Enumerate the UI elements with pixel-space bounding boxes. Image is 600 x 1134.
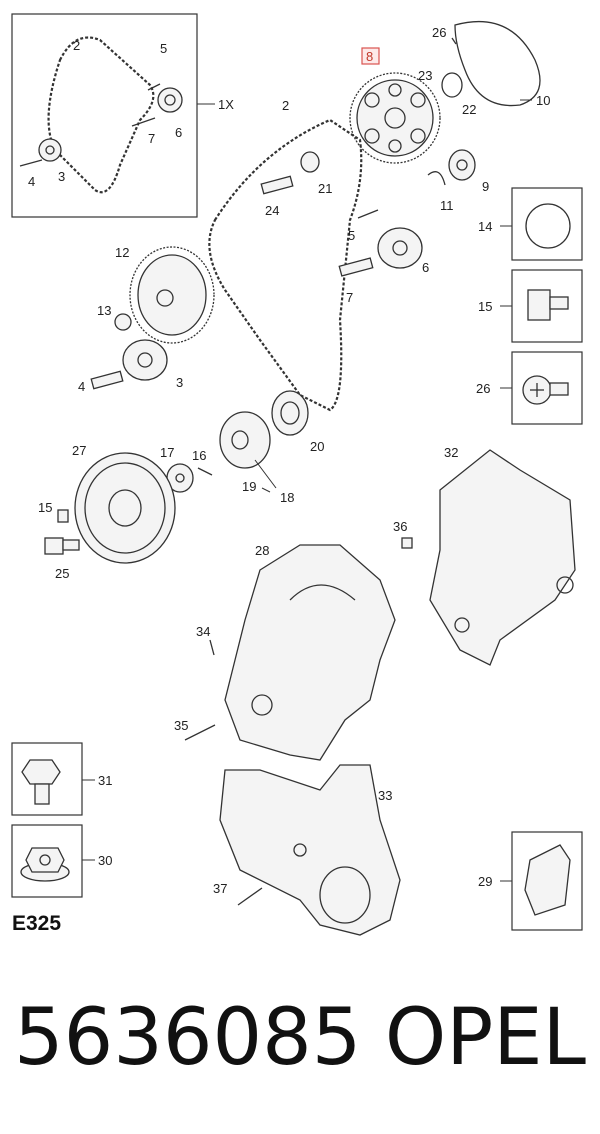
callout-13: 13 — [97, 303, 111, 318]
timing-belt — [208, 118, 363, 412]
inset-15-bolt — [500, 269, 583, 343]
callout-3: 3 — [58, 169, 65, 184]
callout-25: 25 — [55, 566, 69, 581]
callout-1x: 1X — [218, 97, 234, 112]
callout-2-main: 2 — [282, 98, 289, 113]
inset-29-bracket — [500, 831, 583, 931]
crankshaft-pulley — [74, 452, 176, 564]
callout-6: 6 — [175, 125, 182, 140]
inset-30-flange-nut — [11, 824, 95, 898]
callout-10: 10 — [536, 93, 550, 108]
lower-front-cover — [219, 764, 401, 936]
callout-22: 22 — [462, 102, 476, 117]
callout-16: 16 — [192, 448, 206, 463]
callout-31: 31 — [98, 773, 112, 788]
callout-17: 17 — [160, 445, 174, 460]
inset-1x-belt-kit — [11, 13, 215, 218]
diagram-code: E325 — [12, 912, 62, 935]
callout-4-main: 4 — [78, 379, 85, 394]
callout-35: 35 — [174, 718, 188, 733]
part-number: 5636085 — [14, 993, 362, 1083]
callout-15-inset: 15 — [478, 299, 492, 314]
camshaft-sprocket — [349, 72, 441, 164]
callout-28: 28 — [255, 543, 269, 558]
callout-36: 36 — [393, 519, 407, 534]
callout-15-main: 15 — [38, 500, 52, 515]
callout-9: 9 — [482, 179, 489, 194]
callout-23: 23 — [418, 68, 432, 83]
callout-34: 34 — [196, 624, 210, 639]
inset-14-circlip — [500, 187, 583, 261]
rear-timing-cover — [429, 449, 576, 666]
callout-11: 11 — [440, 198, 454, 213]
callout-20: 20 — [310, 439, 324, 454]
callout-37: 37 — [213, 881, 227, 896]
callout-21: 21 — [318, 181, 332, 196]
callout-14: 14 — [478, 219, 492, 234]
intermediate-sprocket — [129, 246, 215, 344]
callout-30: 30 — [98, 853, 112, 868]
callout-29: 29 — [478, 874, 492, 889]
callout-32: 32 — [444, 445, 458, 460]
inset-31-flange-bolt — [11, 742, 95, 816]
sprocket-back-plate — [454, 21, 541, 107]
brand-name: OPEL — [384, 993, 586, 1083]
callout-4: 4 — [28, 174, 35, 189]
footer: 5636085 OPEL — [0, 990, 600, 1100]
callout-7-main: 7 — [346, 290, 353, 305]
callout-33: 33 — [378, 788, 392, 803]
callout-2: 2 — [73, 38, 80, 53]
callout-26-top: 26 — [432, 25, 446, 40]
callout-24: 24 — [265, 203, 279, 218]
callout-7: 7 — [148, 131, 155, 146]
callout-27: 27 — [72, 443, 86, 458]
timing-belt-parts-diagram: 2 5 6 7 4 3 1X 2 8 10 26 23 22 9 11 21 2… — [11, 13, 583, 936]
callout-18: 18 — [280, 490, 294, 505]
callout-3-main: 3 — [176, 375, 183, 390]
callout-5-main: 5 — [348, 228, 355, 243]
callout-8: 8 — [366, 49, 373, 64]
callout-19: 19 — [242, 479, 256, 494]
callout-12: 12 — [115, 245, 129, 260]
callout-5: 5 — [160, 41, 167, 56]
callout-26-inset: 26 — [476, 381, 490, 396]
callout-6-main: 6 — [422, 260, 429, 275]
inset-26-screw — [500, 351, 583, 425]
upper-front-cover — [224, 544, 396, 761]
